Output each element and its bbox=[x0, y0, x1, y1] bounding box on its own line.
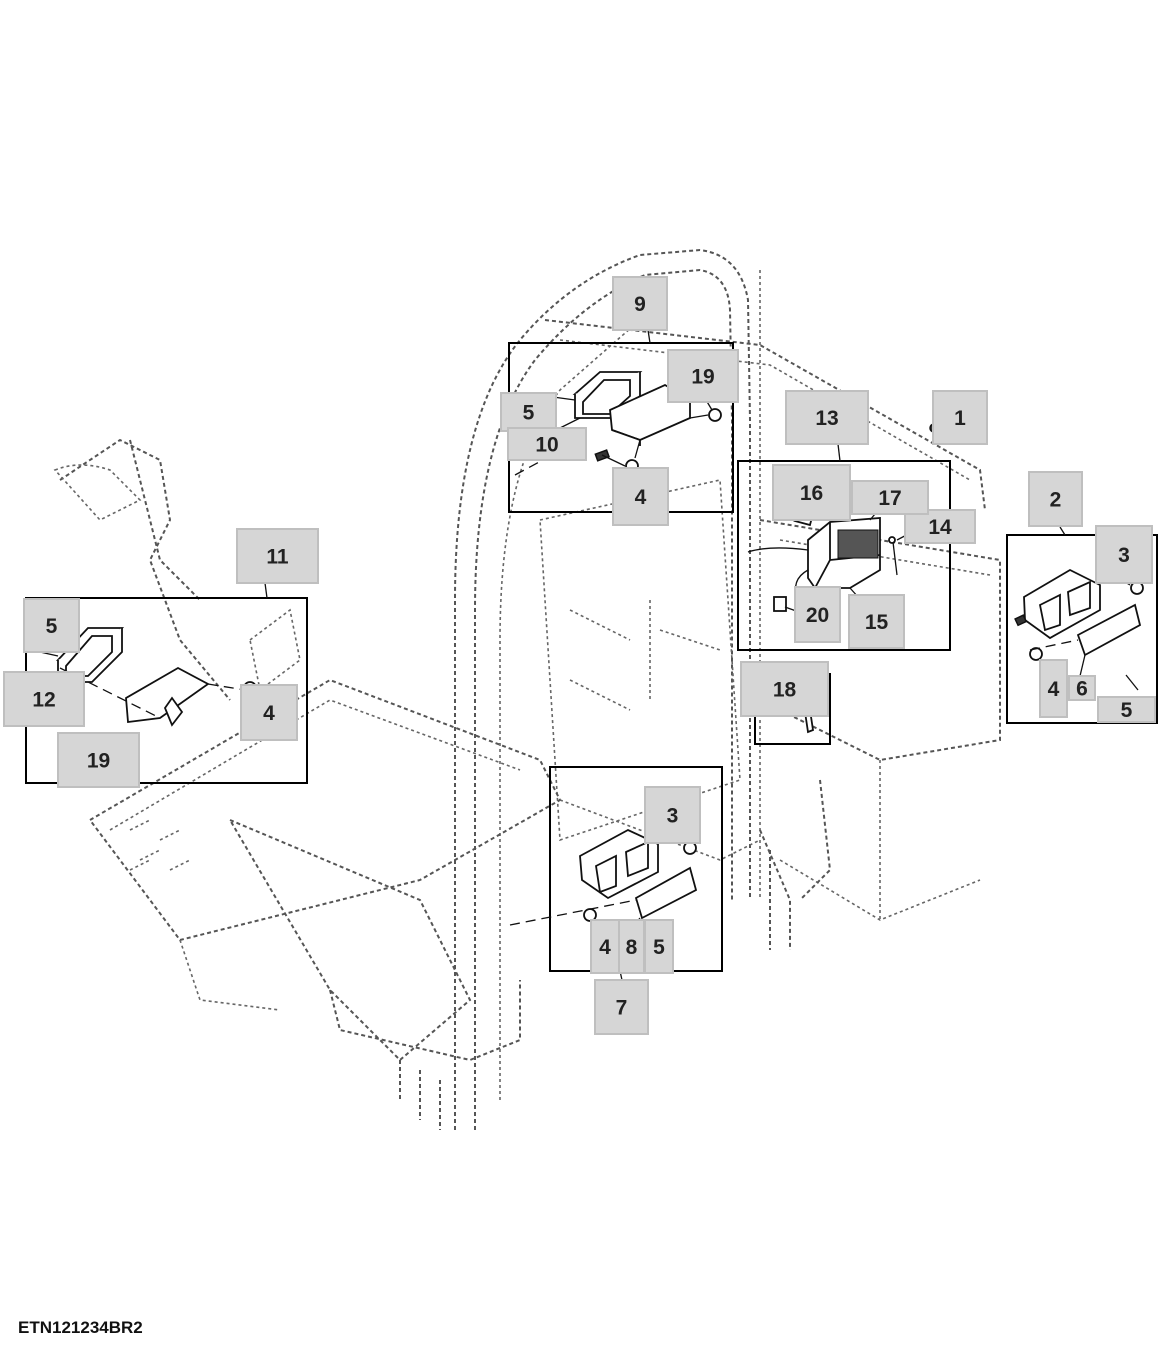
callout-number: 15 bbox=[865, 611, 889, 634]
callout-number: 14 bbox=[928, 516, 952, 539]
callout-number: 5 bbox=[46, 615, 58, 638]
callout-c4a: 4 bbox=[612, 467, 669, 526]
callout-c17: 17 bbox=[851, 480, 929, 515]
callout-c8: 8 bbox=[618, 919, 645, 974]
callout-c1: 1 bbox=[932, 390, 988, 445]
callout-box bbox=[904, 509, 976, 544]
callout-box bbox=[644, 786, 701, 844]
callout-c4d: 4 bbox=[590, 919, 620, 974]
callout-number: 8 bbox=[626, 936, 638, 959]
callout-box bbox=[240, 684, 298, 741]
callout-number: 12 bbox=[32, 689, 55, 712]
callout-c15: 15 bbox=[848, 594, 905, 649]
callout-box bbox=[612, 467, 669, 526]
callout-box bbox=[1095, 525, 1153, 584]
callout-box bbox=[618, 919, 645, 974]
callout-number: 5 bbox=[1121, 699, 1133, 722]
callout-box bbox=[667, 349, 739, 403]
callout-number: 1 bbox=[954, 407, 966, 430]
callout-number: 11 bbox=[266, 546, 289, 569]
callout-number: 16 bbox=[800, 482, 823, 505]
callout-number: 7 bbox=[616, 997, 628, 1020]
callout-number: 3 bbox=[667, 805, 679, 828]
callout-number: 4 bbox=[599, 936, 611, 959]
callout-c10: 10 bbox=[507, 427, 587, 461]
callout-c4b: 4 bbox=[240, 684, 298, 741]
callout-c12: 12 bbox=[3, 671, 85, 727]
callout-box bbox=[594, 979, 649, 1035]
callout-number: 17 bbox=[878, 487, 901, 510]
callout-c14: 14 bbox=[904, 509, 976, 544]
callout-c5d: 5 bbox=[644, 919, 674, 974]
callout-c16: 16 bbox=[772, 464, 851, 521]
callout-number: 4 bbox=[263, 702, 275, 725]
callout-c5b: 5 bbox=[23, 598, 80, 653]
callout-number: 4 bbox=[1048, 678, 1060, 701]
callout-c4c: 4 bbox=[1039, 659, 1068, 718]
callout-c13: 13 bbox=[785, 390, 869, 445]
callout-box bbox=[785, 390, 869, 445]
callout-number: 13 bbox=[815, 407, 838, 430]
callout-box bbox=[612, 276, 668, 331]
callout-box bbox=[932, 390, 988, 445]
callout-box bbox=[772, 464, 851, 521]
callout-c19b: 19 bbox=[57, 732, 140, 788]
callout-box bbox=[1097, 696, 1156, 723]
callout-c7: 7 bbox=[594, 979, 649, 1035]
inset-2-frame bbox=[1006, 534, 1158, 724]
inset-7 bbox=[509, 766, 723, 981]
callout-c6: 6 bbox=[1068, 675, 1096, 701]
callout-box bbox=[507, 427, 587, 461]
callout-c11: 11 bbox=[236, 528, 319, 584]
callout-box bbox=[1028, 471, 1083, 527]
callout-box bbox=[851, 480, 929, 515]
callout-number: 18 bbox=[773, 679, 797, 702]
callout-box bbox=[848, 594, 905, 649]
callout-number: 19 bbox=[691, 366, 714, 389]
callout-box bbox=[794, 586, 841, 643]
callout-number: 4 bbox=[635, 486, 647, 509]
callout-c5a: 5 bbox=[500, 392, 557, 432]
callout-box bbox=[236, 528, 319, 584]
callout-number: 19 bbox=[87, 750, 110, 773]
callout-c2: 2 bbox=[1028, 471, 1083, 527]
callout-c9: 9 bbox=[612, 276, 668, 331]
callout-c20: 20 bbox=[794, 586, 841, 643]
callout-number: 10 bbox=[535, 434, 558, 457]
callout-box bbox=[1039, 659, 1068, 718]
callout-number: 9 bbox=[634, 293, 646, 316]
callout-box bbox=[740, 661, 829, 717]
callout-c3a: 3 bbox=[1095, 525, 1153, 584]
callout-number: 6 bbox=[1076, 678, 1088, 701]
callout-box bbox=[3, 671, 85, 727]
callout-c3b: 3 bbox=[644, 786, 701, 844]
callout-number: 20 bbox=[806, 604, 829, 627]
callout-number: 5 bbox=[523, 402, 535, 425]
callout-number: 2 bbox=[1050, 489, 1062, 512]
callout-c5c: 5 bbox=[1097, 696, 1156, 723]
callout-c18: 18 bbox=[740, 661, 829, 717]
inset-13-frame bbox=[737, 460, 951, 651]
callout-box bbox=[1068, 675, 1096, 701]
callout-number: 5 bbox=[653, 936, 665, 959]
callout-box bbox=[23, 598, 80, 653]
callout-box bbox=[57, 732, 140, 788]
callout-c19a: 19 bbox=[667, 349, 739, 403]
callout-box bbox=[644, 919, 674, 974]
figure-id: ETN121234BR2 bbox=[18, 1318, 143, 1337]
callout-number: 3 bbox=[1118, 544, 1130, 567]
